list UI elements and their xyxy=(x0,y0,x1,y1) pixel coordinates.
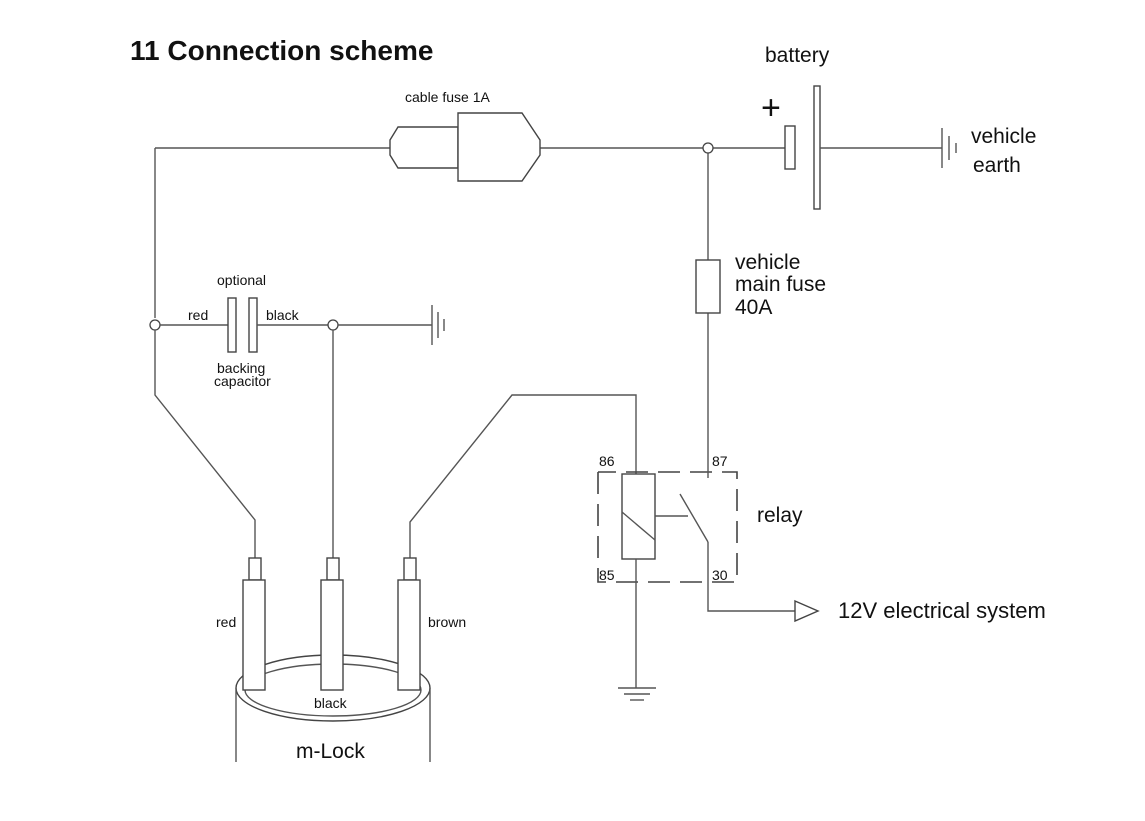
main-fuse-label-line1: vehicle xyxy=(735,251,800,274)
capacitor-label-line1: backing xyxy=(217,360,265,376)
m-lock-pin-brown xyxy=(397,557,421,691)
relay-pin-85-label: 85 xyxy=(599,567,615,583)
capacitor-plate-left xyxy=(227,297,237,353)
capacitor-wire-red-label: red xyxy=(188,307,208,323)
capacitor-plate-right xyxy=(248,297,258,353)
main-fuse-label-line2: main fuse xyxy=(735,273,826,296)
m-lock-pin-black xyxy=(320,557,344,691)
cable-fuse xyxy=(389,112,541,182)
m-lock-pin-red xyxy=(242,557,266,691)
capacitor-wire-black-label: black xyxy=(266,307,300,323)
m-lock-brown-label: brown xyxy=(428,614,466,630)
m-lock-red-label: red xyxy=(216,614,236,630)
m-lock-black-label: black xyxy=(314,695,348,711)
relay-coil xyxy=(621,473,656,688)
vehicle-earth-ground-icon xyxy=(941,128,957,168)
battery-plus-sign: + xyxy=(761,89,781,127)
page-title: 11 Connection scheme xyxy=(130,35,433,66)
output-label: 12V electrical system xyxy=(838,598,1046,623)
relay-ground-icon xyxy=(618,687,656,701)
optional-label: optional xyxy=(217,272,266,288)
battery-label: battery xyxy=(765,44,830,67)
battery-symbol xyxy=(784,85,942,210)
capacitor-ground-icon xyxy=(431,305,445,345)
supply-wires xyxy=(154,147,785,462)
relay-label: relay xyxy=(757,504,803,527)
junction-node-left xyxy=(149,319,161,331)
relay-switch xyxy=(655,462,795,612)
main-fuse-label-line3: 40A xyxy=(735,296,772,319)
vehicle-earth-label-line1: vehicle xyxy=(971,125,1036,148)
vehicle-main-fuse xyxy=(695,259,721,314)
output-arrow-icon xyxy=(794,599,820,623)
junction-node-top xyxy=(702,142,714,154)
m-lock-wires xyxy=(154,330,637,558)
vehicle-earth-label-line2: earth xyxy=(973,154,1021,177)
junction-node-black xyxy=(327,319,339,331)
relay-pin-30-label: 30 xyxy=(712,567,728,583)
relay-pin-87-label: 87 xyxy=(712,453,728,469)
m-lock-label: m-Lock xyxy=(296,740,365,763)
relay-housing xyxy=(597,471,738,583)
cable-fuse-label: cable fuse 1A xyxy=(405,89,490,105)
relay-pin-86-label: 86 xyxy=(599,453,615,469)
capacitor-label-line2: capacitor xyxy=(214,373,271,389)
